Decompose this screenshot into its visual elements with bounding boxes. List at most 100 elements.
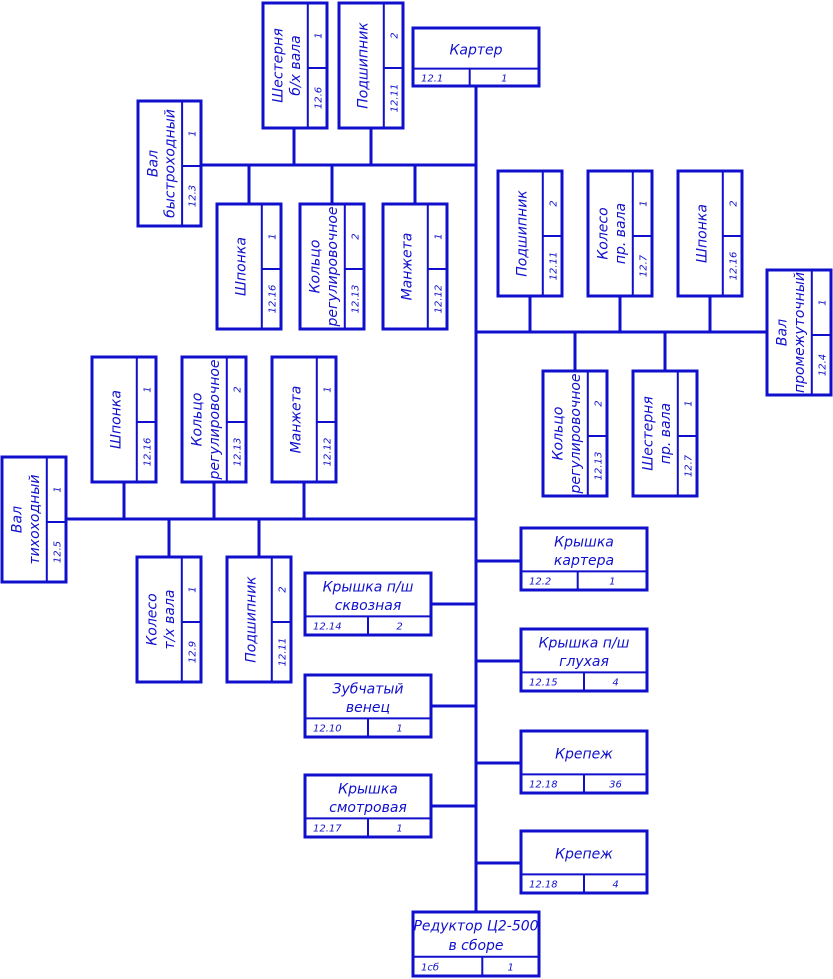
- component-qty: 1: [396, 824, 402, 835]
- component-code: 12.16: [728, 252, 739, 281]
- box-frame: [135, 555, 203, 684]
- box-frame: [225, 555, 293, 684]
- component-name-line: Крепеж: [555, 847, 613, 863]
- component-name-line: т/х вала: [162, 590, 178, 650]
- component-name-line: тихоходный: [27, 475, 43, 565]
- component-name-line: венец: [346, 700, 390, 716]
- component-name-line: Кольцо: [190, 393, 206, 447]
- component-name-line: Колесо: [596, 207, 612, 259]
- component-qty: 2: [728, 200, 739, 206]
- component-name-line: Крышка: [338, 781, 398, 797]
- component-qty: 1: [501, 73, 507, 84]
- box-frame: [631, 369, 699, 498]
- component-name-line: Картер: [449, 42, 502, 58]
- component-code: 12.9: [187, 641, 198, 663]
- component-qty: 1: [433, 233, 444, 239]
- connector-lines: [66, 86, 767, 912]
- component-name-line: Кольцо: [308, 240, 324, 294]
- box-frame: [298, 202, 366, 331]
- component-qty: 2: [350, 233, 361, 239]
- box-frame: [261, 1, 329, 130]
- component-code: 12.16: [142, 438, 153, 467]
- component-name-line: Крепеж: [555, 747, 613, 763]
- component-name-line: Вал: [146, 150, 162, 177]
- box-frame: [0, 455, 68, 584]
- component-box-kryshka_skv: Крышка п/ш сквозная 12.14 2: [303, 571, 433, 637]
- box-frame: [586, 169, 654, 298]
- component-box-kryshka_smotr: Крышка смотровая 12.17 1: [303, 773, 433, 839]
- box-frame: [765, 268, 833, 397]
- component-name-line: сквозная: [335, 598, 402, 614]
- component-qty: 2: [396, 622, 402, 633]
- component-qty: 1: [187, 586, 198, 592]
- component-qty: 2: [593, 400, 604, 406]
- component-code: 12.18: [529, 780, 558, 791]
- component-code: 12.14: [313, 622, 342, 633]
- box-frame: [519, 526, 649, 592]
- component-code: 12.11: [277, 638, 288, 667]
- box-frame: [215, 202, 283, 331]
- component-code: 12.17: [313, 824, 342, 835]
- component-qty: 2: [548, 200, 559, 206]
- component-code: 12.3: [188, 185, 199, 207]
- box-frame: [270, 355, 338, 484]
- component-name-line: Шпонка: [108, 390, 124, 449]
- component-code: 12.13: [593, 452, 604, 481]
- component-code: 1сб: [421, 961, 439, 973]
- component-code: 12.13: [232, 438, 243, 467]
- component-qty: 1: [267, 233, 278, 239]
- box-frame: [496, 169, 564, 298]
- component-code: 12.11: [548, 252, 559, 281]
- component-code: 12.18: [529, 880, 558, 891]
- component-name-line: пр. вала: [613, 203, 629, 264]
- component-name-line: Манжета: [288, 386, 304, 454]
- box-frame: [180, 355, 248, 484]
- component-name-line: Шпонка: [233, 237, 249, 296]
- component-name-line: Подшипник: [243, 576, 259, 663]
- component-name-line: Вал: [775, 319, 791, 346]
- component-box-zub_venec: Зубчатый венец 12.10 1: [303, 673, 433, 739]
- component-qty: 1: [609, 577, 615, 588]
- component-name-line: быстроходный: [163, 109, 179, 218]
- box-frame: [381, 202, 449, 331]
- component-code: 12.10: [313, 724, 342, 735]
- component-box-krepezh_b: Крепеж 12.18 4: [519, 829, 649, 895]
- component-name-line: Зубчатый: [332, 681, 403, 697]
- component-name-line: регулировочное: [568, 373, 584, 494]
- component-name-line: Шестерня: [641, 396, 657, 471]
- box-frame: [411, 910, 541, 978]
- component-qty: 1: [188, 130, 199, 136]
- component-code: 12.11: [389, 84, 400, 113]
- component-name-line: Шпонка: [694, 204, 710, 263]
- component-qty: 1: [396, 724, 402, 735]
- component-qty: 1: [313, 32, 324, 38]
- component-box-shponka_b: Шпонка 2 12.16: [676, 169, 744, 298]
- component-code: 12.12: [322, 438, 333, 467]
- component-name-line: промежуточный: [792, 272, 808, 393]
- component-name-line: смотровая: [329, 800, 407, 816]
- component-name-line: Кольцо: [551, 407, 567, 461]
- component-qty: 4: [612, 880, 618, 891]
- component-name-line: Крышка п/ш: [539, 635, 630, 651]
- component-qty: 2: [232, 386, 243, 392]
- component-code: 12.16: [267, 285, 278, 314]
- component-code: 12.7: [683, 454, 694, 477]
- box-frame: [136, 99, 203, 228]
- component-code: 12.7: [638, 254, 649, 277]
- component-name-line: Крышка п/ш: [323, 579, 414, 595]
